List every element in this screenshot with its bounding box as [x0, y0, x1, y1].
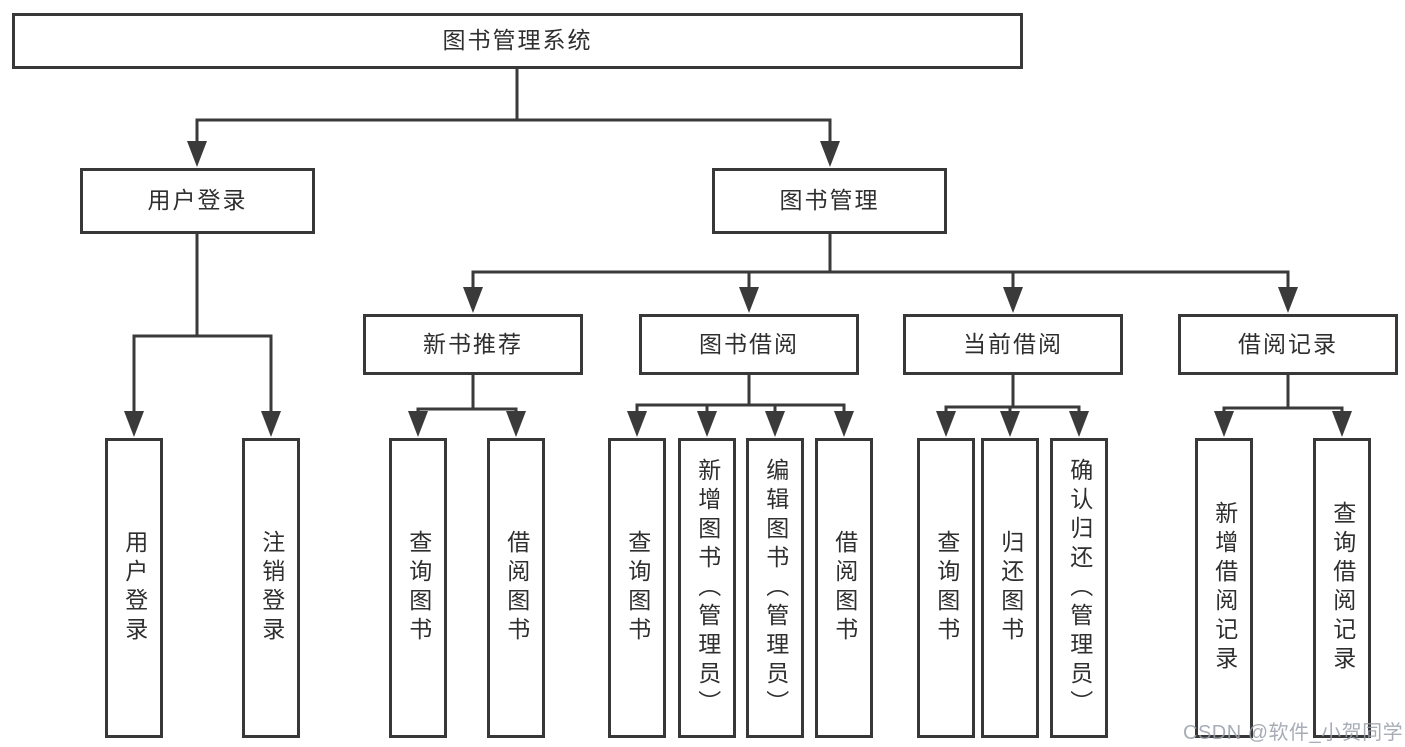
arrow-down-icon — [1069, 411, 1089, 437]
node-library-management-system: 图书管理系统 — [12, 13, 1023, 69]
arrow-down-icon — [1000, 411, 1020, 437]
connector-book-management-children — [471, 232, 1290, 292]
arrow-down-icon — [697, 411, 717, 437]
arrow-down-icon — [936, 411, 956, 437]
node-edit-book-admin: 编辑图书（管理员） — [746, 438, 804, 738]
arrow-down-icon — [834, 411, 854, 437]
arrow-down-icon — [820, 141, 840, 167]
arrowhead-icons — [124, 141, 1352, 437]
node-confirm-return-admin: 确认归还（管理员） — [1050, 438, 1108, 738]
arrow-down-icon — [1003, 287, 1023, 313]
node-borrow-books-borrowing: 借阅图书 — [815, 438, 873, 738]
arrow-down-icon — [627, 411, 647, 437]
node-book-borrowing: 图书借阅 — [639, 314, 859, 375]
arrow-down-icon — [124, 411, 144, 437]
arrow-down-icon — [261, 411, 281, 437]
arrow-down-icon — [506, 411, 526, 437]
arrow-down-icon — [1214, 411, 1234, 437]
node-current-borrowing: 当前借阅 — [903, 314, 1123, 375]
connector-root-to-level2 — [195, 67, 832, 146]
connector-user-login-children — [132, 232, 273, 415]
connector-current-borrowing-children — [944, 373, 1081, 415]
node-query-books-borrowing: 查询图书 — [608, 438, 666, 738]
node-add-book-admin: 新增图书（管理员） — [678, 438, 736, 738]
node-query-borrow-record: 查询借阅记录 — [1313, 438, 1371, 738]
node-query-books-current: 查询图书 — [917, 438, 975, 738]
node-borrow-books-recommend: 借阅图书 — [487, 438, 545, 738]
node-user-login: 用户登录 — [80, 168, 315, 234]
connector-book-borrowing-children — [635, 373, 846, 415]
node-logout: 注销登录 — [242, 438, 300, 738]
arrow-down-icon — [1332, 411, 1352, 437]
arrow-down-icon — [463, 287, 483, 313]
arrow-down-icon — [1278, 287, 1298, 313]
node-query-books-recommend: 查询图书 — [389, 438, 447, 738]
node-new-book-recommendation: 新书推荐 — [363, 314, 583, 375]
node-borrowing-records: 借阅记录 — [1178, 314, 1398, 375]
node-return-book: 归还图书 — [981, 438, 1039, 738]
connector-borrowing-records-children — [1222, 373, 1344, 415]
node-book-management: 图书管理 — [712, 168, 947, 234]
arrow-down-icon — [765, 411, 785, 437]
arrow-down-icon — [408, 411, 428, 437]
node-user-login-leaf: 用户登录 — [105, 438, 163, 738]
arrow-down-icon — [739, 287, 759, 313]
node-add-borrow-record: 新增借阅记录 — [1195, 438, 1253, 738]
connector-new-book-recommendation-children — [416, 373, 518, 415]
arrow-down-icon — [187, 141, 207, 167]
csdn-watermark: CSDN @软件_小贺同学 — [1183, 722, 1404, 744]
